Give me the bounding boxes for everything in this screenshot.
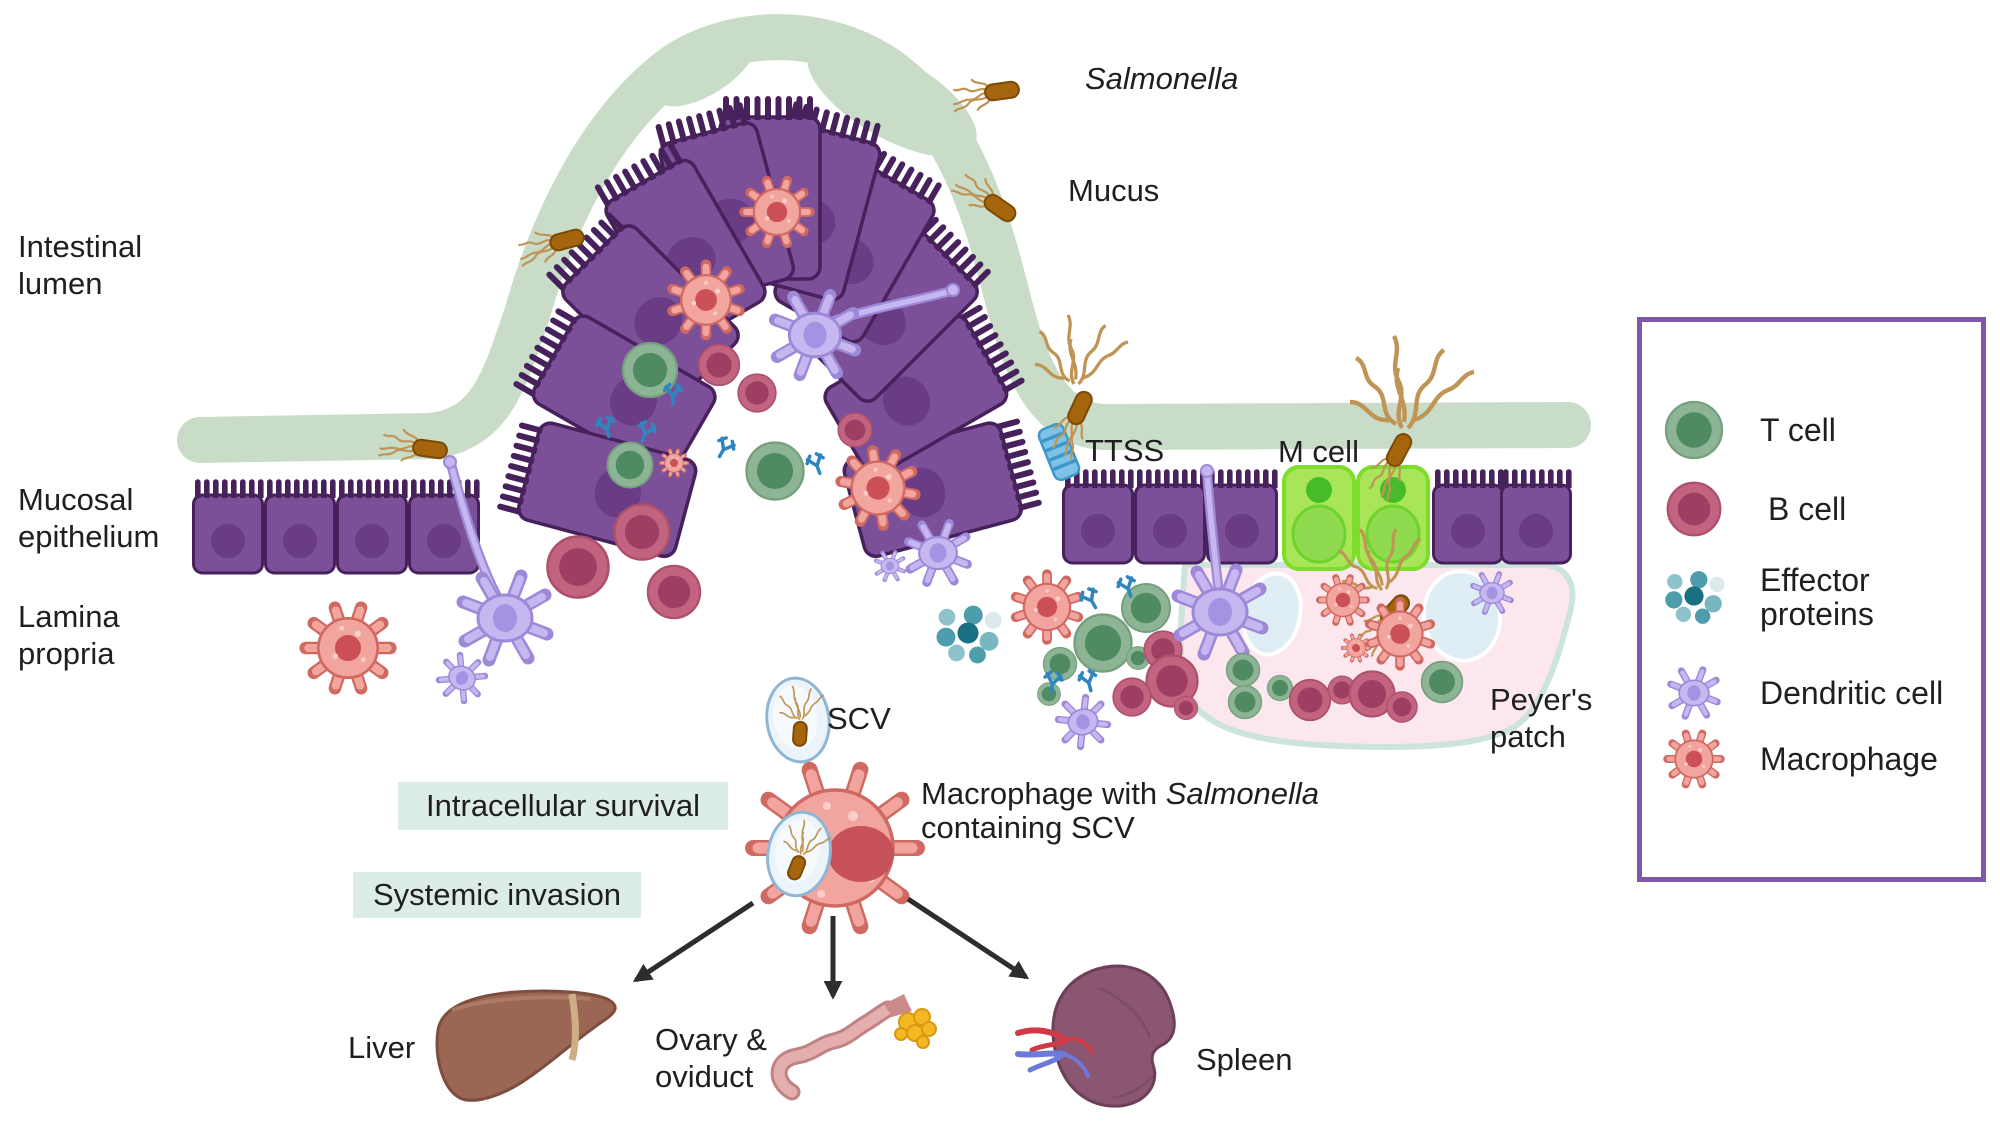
antibody-icon xyxy=(803,450,830,478)
legend-box: T cell B cell Effector proteins Dendriti… xyxy=(1637,317,1986,882)
b-cell-icon xyxy=(646,564,702,620)
legend-label-dendritic-cell: Dendritic cell xyxy=(1760,675,1944,711)
legend-label-t-cell: T cell xyxy=(1760,412,1836,448)
dendritic-cell-icon xyxy=(1055,694,1112,751)
macrophage-icon xyxy=(744,181,810,244)
intestinal-lumen-label: Intestinal lumen xyxy=(18,229,143,301)
dendritic-cell-icon xyxy=(1662,661,1726,725)
dissemination-arrows xyxy=(632,896,1030,1000)
macrophage-icon xyxy=(658,448,690,478)
legend-label-b-cell: B cell xyxy=(1768,491,1847,527)
caption-post: containing SCV xyxy=(921,810,1135,845)
macrophage-icon xyxy=(1662,727,1726,791)
t-cell-icon xyxy=(1664,400,1724,460)
effector-proteins-icon xyxy=(936,605,1002,664)
b-cell-icon xyxy=(613,503,671,561)
t-cell-icon xyxy=(1073,613,1133,673)
t-cell-icon xyxy=(745,441,805,501)
legend-item-effector-proteins: Effector proteins xyxy=(1662,563,1935,631)
antibody-icon xyxy=(1076,584,1105,614)
macrophage-icon xyxy=(306,608,391,688)
b-cell-icon xyxy=(1666,481,1722,537)
dendritic-cell-icon xyxy=(434,650,490,706)
caption-italic: Salmonella xyxy=(1165,776,1320,811)
ovary-oviduct-label: Ovary & oviduct xyxy=(655,1022,767,1094)
t-cell-icon xyxy=(1420,660,1464,704)
t-cell-icon xyxy=(1266,674,1294,702)
m-cell-label: M cell xyxy=(1278,434,1359,469)
scv-vesicle-icon xyxy=(761,674,834,766)
b-cell-icon xyxy=(546,535,610,599)
spleen-label: Spleen xyxy=(1196,1042,1293,1077)
t-cell-icon xyxy=(606,441,654,489)
effector-proteins-icon xyxy=(1665,571,1725,624)
b-cell-icon xyxy=(837,412,873,448)
t-cell-icon xyxy=(1037,682,1061,706)
macrophage-with-scv xyxy=(745,761,925,935)
ovary-oviduct-organ xyxy=(770,994,937,1101)
t-cell-icon xyxy=(1225,652,1261,688)
macrophage-scv-caption: Macrophage with Salmonella containing SC… xyxy=(921,777,1366,845)
macrophage-icon xyxy=(1320,578,1367,623)
legend-item-macrophage: Macrophage xyxy=(1662,727,1938,791)
peyers-patch-label: Peyer's patch xyxy=(1490,682,1593,754)
mucus-layer xyxy=(177,14,1591,463)
legend-item-dendritic-cell: Dendritic cell xyxy=(1662,661,1943,725)
legend-label-effector-proteins: Effector proteins xyxy=(1760,562,1874,632)
ttss-label: TTSS xyxy=(1085,433,1165,468)
caption-pre: Macrophage with xyxy=(921,776,1166,811)
liver-organ xyxy=(435,989,617,1102)
t-cell-icon xyxy=(1227,684,1263,720)
mucosal-epithelium-label: Mucosal epithelium xyxy=(18,482,160,554)
spleen-organ xyxy=(1015,964,1176,1108)
b-cell-icon xyxy=(737,373,777,413)
salmonella-label: Salmonella xyxy=(1085,61,1239,96)
macrophage-icon xyxy=(1340,633,1372,663)
intracellular-survival-label: Intracellular survival xyxy=(398,782,728,830)
legend-item-b-cell: B cell xyxy=(1662,477,1846,541)
b-cell-icon xyxy=(1386,691,1418,723)
b-cell-icon xyxy=(1288,678,1332,722)
b-cell-icon xyxy=(1173,695,1199,721)
mucus-label: Mucus xyxy=(1068,173,1160,208)
dendritic-cell-icon xyxy=(463,576,547,660)
flat-epithelium-right xyxy=(1062,465,1574,571)
systemic-invasion-label: Systemic invasion xyxy=(353,872,641,918)
legend-item-t-cell: T cell xyxy=(1662,398,1836,462)
liver-label: Liver xyxy=(348,1030,416,1065)
legend-label-macrophage: Macrophage xyxy=(1760,741,1938,777)
antibody-icon xyxy=(1075,667,1101,695)
b-cell-icon xyxy=(1112,677,1152,717)
b-cell-icon xyxy=(697,343,741,387)
salmonella-icon xyxy=(949,71,1023,115)
scv-label: SCV xyxy=(827,701,891,736)
flat-epithelium-left xyxy=(192,477,482,575)
antibody-icon xyxy=(710,433,739,463)
ttss-needle-icon xyxy=(1037,422,1081,482)
lamina-propria-label: Lamina propria xyxy=(18,599,120,671)
